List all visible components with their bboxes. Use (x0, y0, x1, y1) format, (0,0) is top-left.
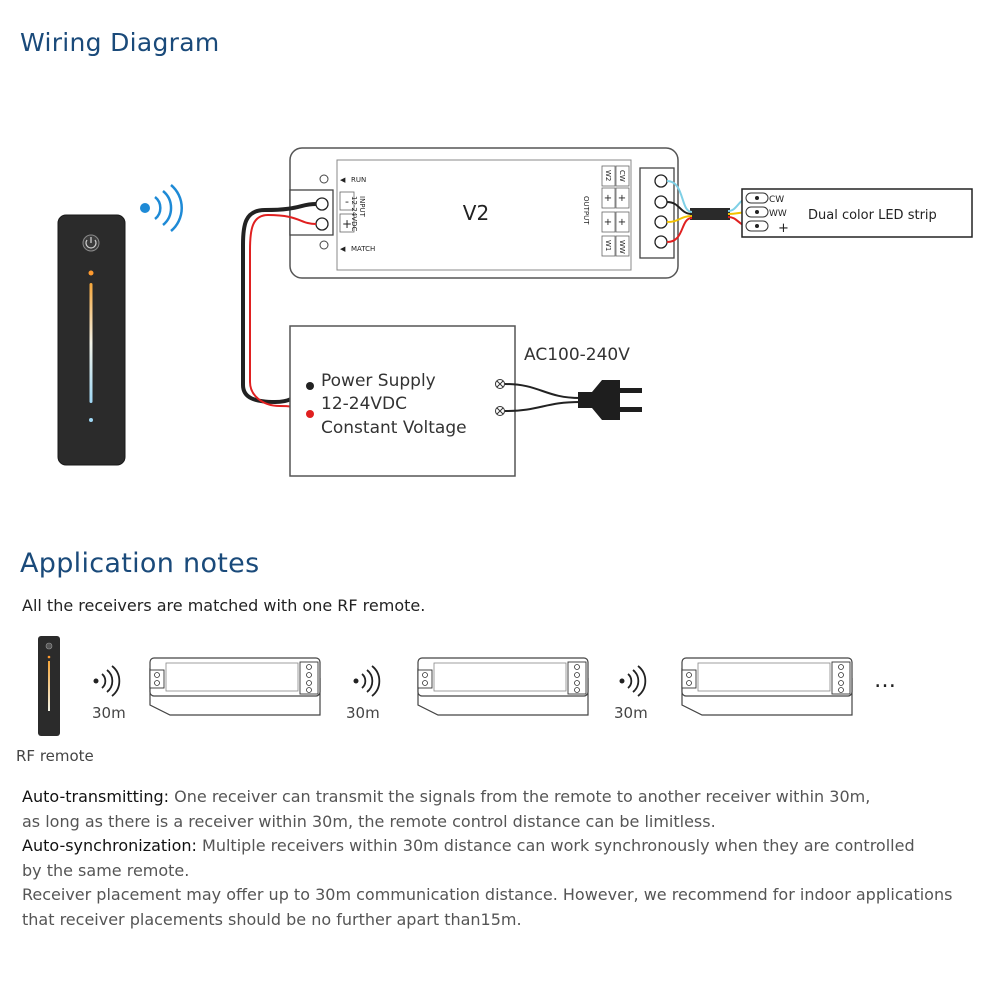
application-notes-text: Auto-transmitting: One receiver can tran… (22, 785, 982, 932)
output-plus-3: + (604, 217, 612, 228)
receiver-3 (681, 657, 853, 716)
auto-transmitting-line-1: Auto-transmitting: One receiver can tran… (22, 785, 982, 810)
input-minus-label: - (345, 195, 349, 208)
output-plus-1: + (604, 193, 612, 204)
auto-sync-text: Multiple receivers within 30m distance c… (196, 836, 915, 855)
power-supply-line3: Constant Voltage (321, 418, 467, 438)
ac-plug: AC100-240V (504, 345, 642, 420)
rf-remote-large (57, 214, 126, 466)
w1-label: W1 (604, 240, 612, 251)
rf-remote-label: RF remote (16, 747, 94, 765)
led-strip: CW WW + Dual color LED strip (741, 188, 973, 238)
distance-label-2: 30m (346, 704, 380, 722)
rf-remote-small (38, 636, 60, 736)
wireless-signal-icon (140, 184, 183, 232)
input-label: INPUT (358, 196, 366, 218)
input-voltage-label: 12-24VDC (350, 196, 358, 232)
application-notes-title: Application notes (20, 548, 260, 579)
output-plus-2: + (618, 193, 626, 204)
wiring-diagram-title: Wiring Diagram (20, 28, 220, 57)
power-supply: Power Supply 12-24VDC Constant Voltage (289, 325, 516, 477)
ac-voltage-label: AC100-240V (524, 345, 630, 365)
application-diagram: RF remote 30m 30m (16, 636, 896, 765)
output-wires (666, 180, 751, 243)
cw-label: CW (618, 170, 626, 182)
ww-label: WW (618, 240, 626, 254)
wiring-diagram: - + INPUT 12-24VDC ◀ RUN ◀ MATCH V2 OUTP… (57, 147, 973, 477)
distance-label-3: 30m (614, 704, 648, 722)
match-label: MATCH (351, 245, 375, 253)
auto-sync-line-2: by the same remote. (22, 860, 190, 880)
led-strip-label: Dual color LED strip (808, 208, 937, 223)
signal-icon-1 (93, 665, 121, 697)
placement-line-1: Receiver placement may offer up to 30m c… (22, 885, 953, 904)
v2-controller: - + INPUT 12-24VDC ◀ RUN ◀ MATCH V2 OUTP… (289, 147, 679, 279)
run-label: RUN (351, 176, 366, 184)
signal-icon-2 (353, 665, 381, 697)
svg-text:◀: ◀ (340, 176, 346, 184)
output-plus-4: + (618, 217, 626, 228)
ellipsis: … (874, 668, 896, 693)
svg-text:◀: ◀ (340, 245, 346, 253)
receiver-1 (149, 657, 321, 716)
auto-transmitting-lead: Auto-transmitting: (22, 787, 170, 806)
auto-sync-line-1: Auto-synchronization: Multiple receivers… (22, 834, 982, 859)
output-label: OUTPUT (582, 196, 590, 225)
signal-icon-3 (619, 665, 647, 697)
receiver-2 (417, 657, 589, 716)
auto-sync-lead: Auto-synchronization: (22, 836, 197, 855)
power-supply-line2: 12-24VDC (321, 394, 407, 414)
w2-label: W2 (604, 170, 612, 181)
auto-transmitting-line-2: as long as there is a receiver within 30… (22, 811, 716, 831)
auto-transmitting-text: One receiver can transmit the signals fr… (169, 787, 871, 806)
model-label: V2 (463, 201, 489, 225)
distance-label-1: 30m (92, 704, 126, 722)
placement-line-2: that receiver placements should be no fu… (22, 909, 522, 929)
strip-plus-label: + (778, 221, 789, 236)
input-plus-label: + (342, 217, 352, 231)
power-supply-line1: Power Supply (321, 371, 436, 391)
strip-ww-label: WW (769, 209, 787, 219)
strip-cw-label: CW (769, 195, 784, 205)
matched-statement: All the receivers are matched with one R… (22, 596, 426, 615)
